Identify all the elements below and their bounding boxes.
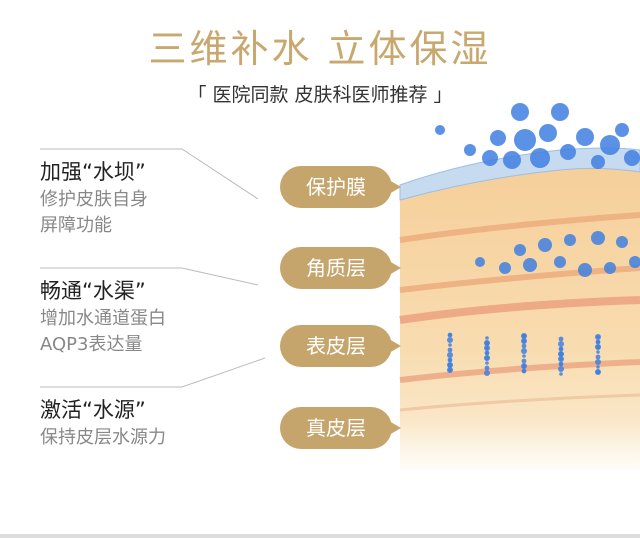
connector-line xyxy=(40,357,266,388)
water-bubble xyxy=(447,337,453,343)
water-bubble xyxy=(484,365,490,371)
stratum-line xyxy=(399,212,640,243)
water-bubble xyxy=(558,346,564,352)
water-bubble xyxy=(558,351,564,357)
water-bubble xyxy=(448,343,452,347)
connector-line xyxy=(40,267,259,286)
water-bubble xyxy=(482,150,498,166)
water-bubble xyxy=(484,370,490,376)
feature-desc: 增加水通道蛋白 xyxy=(40,308,166,329)
water-bubble xyxy=(448,368,452,372)
water-bubble xyxy=(564,234,576,246)
water-bubble xyxy=(522,364,526,368)
water-bubble xyxy=(559,372,563,376)
water-bubble xyxy=(514,244,526,256)
page-title: 三维补水 立体保湿 xyxy=(148,27,492,71)
feature-heading: 激活“水源” xyxy=(40,398,146,422)
water-bubble xyxy=(521,343,527,349)
water-bubble xyxy=(447,332,453,338)
stratum-line xyxy=(399,296,640,324)
water-bubble xyxy=(596,350,600,354)
water-bubble xyxy=(558,361,564,367)
bottom-edge xyxy=(0,534,640,538)
feature-desc: 修护皮肤自身 xyxy=(40,189,148,210)
water-bubble xyxy=(447,357,453,363)
water-bubble xyxy=(484,340,490,346)
water-bubble xyxy=(558,341,564,347)
feature-heading: 畅通“水渠” xyxy=(40,279,146,303)
water-bubble xyxy=(511,103,529,121)
layer-label-dermis: 真皮层 xyxy=(280,407,401,449)
water-bubble xyxy=(499,262,511,274)
water-bubble xyxy=(523,258,537,272)
stratum-line xyxy=(399,393,640,412)
water-bubble xyxy=(595,354,601,360)
connector-line xyxy=(40,148,259,200)
water-bubble xyxy=(435,125,445,135)
water-bubble xyxy=(615,123,629,137)
page-subtitle: 「 医院同款 皮肤科医师推荐 」 xyxy=(187,84,453,106)
water-bubble xyxy=(554,256,566,268)
skin-block xyxy=(400,166,640,470)
water-bubble xyxy=(558,366,564,372)
water-bubble xyxy=(558,336,564,342)
water-bubble xyxy=(591,155,605,169)
water-bubble xyxy=(595,344,601,350)
water-bubble xyxy=(521,348,527,354)
water-bubble xyxy=(596,365,600,369)
water-bubble xyxy=(447,352,453,358)
water-bubble xyxy=(629,256,640,268)
feature-desc: 保持皮层水源力 xyxy=(40,427,166,448)
water-bubble xyxy=(485,346,489,350)
water-bubble xyxy=(538,238,552,252)
feature-heading: 加强“水坝” xyxy=(40,160,146,184)
water-bubble xyxy=(484,350,490,356)
water-bubble xyxy=(596,335,600,339)
water-bubble xyxy=(591,231,605,245)
feature-water-dam: 加强“水坝” 修护皮肤自身 屏障功能 xyxy=(40,157,148,239)
water-bubble xyxy=(521,368,527,374)
water-bubble xyxy=(560,144,576,160)
feature-water-channel: 畅通“水渠” 增加水通道蛋白 AQP3表达量 xyxy=(40,276,166,358)
water-bubble xyxy=(503,151,521,169)
water-bubble xyxy=(522,354,526,358)
feature-desc: 屏障功能 xyxy=(40,215,112,236)
water-bubble xyxy=(514,129,536,151)
water-bubble xyxy=(447,362,453,368)
layer-label-protective-film: 保护膜 xyxy=(280,166,401,208)
water-bubble xyxy=(521,333,527,339)
water-bubble xyxy=(595,369,601,375)
water-bubble xyxy=(521,358,527,364)
water-bubble xyxy=(490,130,506,146)
water-bubble xyxy=(485,361,489,365)
water-bubble xyxy=(530,148,550,168)
layer-label-stratum-corneum: 角质层 xyxy=(280,247,401,289)
feature-water-source: 激活“水源” 保持皮层水源力 xyxy=(40,395,166,451)
water-bubbles xyxy=(435,103,640,376)
water-bubble xyxy=(522,339,526,343)
water-bubble xyxy=(539,124,557,142)
water-bubble xyxy=(551,103,569,121)
water-bubble xyxy=(595,359,601,365)
water-bubble xyxy=(559,357,563,361)
feature-desc: AQP3表达量 xyxy=(40,334,143,355)
water-bubble xyxy=(595,339,601,345)
water-bubble xyxy=(578,263,592,277)
water-bubble xyxy=(464,144,476,156)
layer-label-epidermis: 表皮层 xyxy=(280,325,401,367)
water-bubble xyxy=(616,236,628,248)
water-bubble xyxy=(576,128,594,146)
water-bubble xyxy=(624,150,640,166)
water-bubble xyxy=(484,355,490,361)
water-bubble xyxy=(485,336,489,340)
stratum-line xyxy=(399,359,640,383)
water-bubble xyxy=(447,347,453,353)
water-bubble xyxy=(600,135,620,155)
water-bubble xyxy=(475,257,485,267)
water-bubble xyxy=(604,262,616,274)
